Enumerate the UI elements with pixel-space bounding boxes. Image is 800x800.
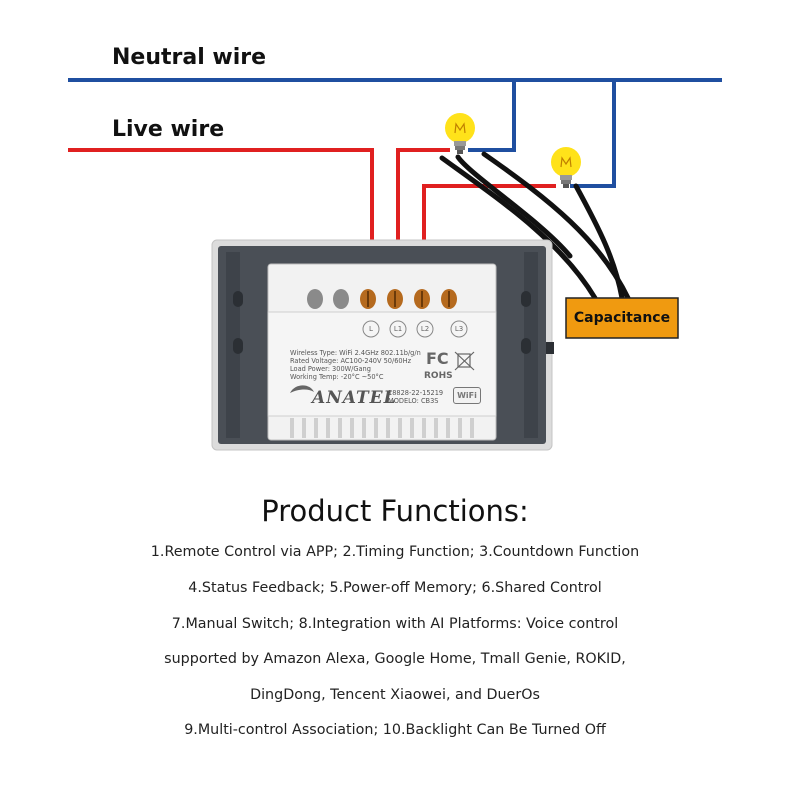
anatel-logo-icon — [290, 385, 314, 393]
terminal-l1-marker — [389, 320, 407, 338]
spec-rated-voltage: Rated Voltage: AC100-240V 50/60Hz — [290, 357, 412, 365]
neutral-wire-label: Neutral wire — [112, 45, 267, 70]
mounting-slot — [233, 338, 243, 354]
capacitance-wire-3 — [455, 154, 573, 259]
terminal-screws — [307, 289, 457, 309]
mounting-slot — [521, 338, 531, 354]
capacitance-wires — [439, 151, 631, 301]
terminal-l2-marker — [416, 320, 434, 338]
terminal-l-label: L — [369, 325, 373, 333]
spec-working-temp: Working Temp: -20°C ~50°C — [290, 373, 384, 381]
fc-mark: FC — [426, 349, 449, 368]
functions-line: 1.Remote Control via APP; 2.Timing Funct… — [150, 544, 640, 560]
capacitance-box — [565, 297, 679, 339]
weee-bin-icon — [454, 351, 475, 371]
rohs-mark: ROHS — [424, 371, 453, 381]
functions-line: 7.Manual Switch; 8.Integration with AI P… — [171, 616, 619, 632]
functions-line: 9.Multi-control Association; 10.Backligh… — [184, 722, 606, 738]
terminal-l2-label: L2 — [420, 325, 430, 333]
live-main-wire — [68, 148, 374, 272]
capacitance-wire-4 — [573, 183, 625, 301]
spec-wireless-type: Wireless Type: WiFi 2.4GHz 802.11b/g/n — [290, 349, 421, 357]
wifi-badge: WiFi — [453, 387, 481, 404]
model-number: MODELO: CB3S — [388, 397, 439, 405]
cert-number: 18828-22-15219 — [388, 389, 444, 397]
mounting-slot — [521, 291, 531, 307]
functions-line: 4.Status Feedback; 5.Power-off Memory; 6… — [188, 580, 602, 596]
light-bulb-icon — [445, 113, 475, 154]
capacitance-wire-1 — [439, 155, 598, 301]
functions-line: supported by Amazon Alexa, Google Home, … — [164, 651, 626, 667]
functions-line: DingDong, Tencent Xiaowei, and DuerOs — [250, 687, 540, 703]
neutral-branch-bulb-2 — [570, 80, 616, 188]
capacitance-label: Capacitance — [573, 310, 671, 326]
mounting-slot — [233, 291, 243, 307]
light-bulb-icon — [551, 147, 581, 188]
terminal-l3-label: L3 — [454, 325, 464, 333]
terminal-l-marker — [362, 320, 380, 338]
terminal-l1-label: L1 — [393, 325, 403, 333]
live-wire-label: Live wire — [112, 117, 225, 142]
l1-to-bulb-1-wire — [396, 148, 450, 272]
anatel-brand: ANATEL — [312, 388, 397, 408]
spec-load-power: Load Power: 300W/Gang — [290, 365, 371, 373]
neutral-branch-bulb-1 — [468, 80, 516, 152]
neutral-wires — [68, 78, 722, 188]
functions-title: Product Functions: — [261, 494, 529, 528]
smart-switch-device — [211, 239, 554, 451]
terminal-l3-marker — [450, 320, 468, 338]
